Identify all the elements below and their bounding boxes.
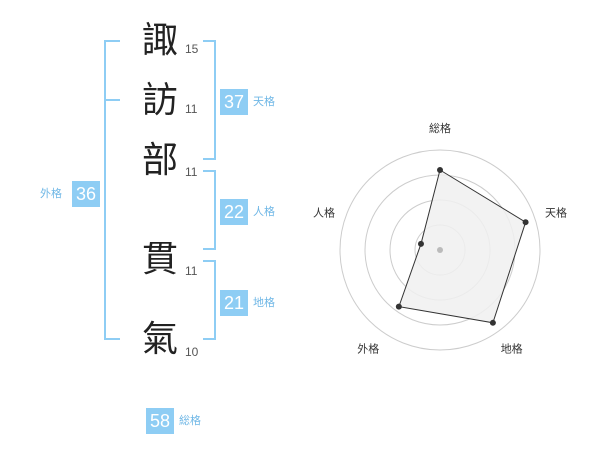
stroke-count-5: 10 [185, 345, 199, 359]
soukaku-badge: 58 [146, 408, 174, 434]
radar-axis-label-3: 地格 [501, 342, 523, 356]
gaikaku-bracket-bottom [104, 338, 120, 340]
jinkaku-bracket-line [214, 170, 216, 250]
gaikaku-bracket-top [104, 40, 120, 42]
tenkaku-label: 天格 [253, 95, 275, 108]
stroke-count-3: 11 [185, 165, 198, 179]
tenkaku-bracket-line [214, 40, 216, 160]
radar-point-2 [522, 219, 529, 226]
jinkaku-bracket-top [203, 170, 216, 172]
soukaku-label: 総格 [179, 414, 201, 427]
radar-axis-label-1: 総格 [429, 121, 451, 135]
jinkaku-badge: 22 [220, 199, 248, 225]
stroke-count-2: 11 [185, 102, 198, 116]
name-char-5: 氣 [141, 319, 178, 360]
gaikaku-bracket-tick [104, 99, 120, 101]
chikaku-label: 地格 [253, 296, 275, 309]
name-char-2: 訪 [141, 80, 178, 121]
chikaku-badge: 21 [220, 290, 248, 316]
chikaku-bracket-bottom [203, 338, 216, 340]
radar-point-5 [417, 240, 424, 247]
radar-area [398, 169, 527, 324]
stroke-count-1: 15 [185, 42, 199, 56]
tenkaku-badge: 37 [220, 89, 248, 115]
radar-axis-label-4: 外格 [357, 342, 379, 356]
gaikaku-bracket-line [104, 40, 106, 340]
gaikaku-label: 外格 [40, 187, 62, 200]
gaikaku-badge: 36 [72, 181, 100, 207]
chikaku-bracket-top [203, 260, 216, 262]
radar-point-3 [489, 319, 496, 326]
name-char-4: 貫 [141, 239, 178, 280]
stroke-count-4: 11 [185, 264, 198, 278]
radar-point-1 [437, 167, 443, 173]
radar-center-dot [437, 247, 443, 253]
radar-axis-label-2: 天格 [545, 205, 567, 219]
jinkaku-label: 人格 [253, 205, 275, 218]
jinkaku-bracket-bottom [203, 248, 216, 250]
chikaku-bracket-line [214, 260, 216, 340]
name-char-3: 部 [141, 140, 178, 181]
name-char-1: 諏 [141, 20, 178, 61]
radar-point-4 [395, 303, 402, 310]
tenkaku-bracket-top [203, 40, 216, 42]
radar-grid-ring-4 [339, 149, 541, 351]
radar-axis-label-5: 人格 [313, 205, 335, 219]
tenkaku-bracket-bottom [203, 158, 216, 160]
